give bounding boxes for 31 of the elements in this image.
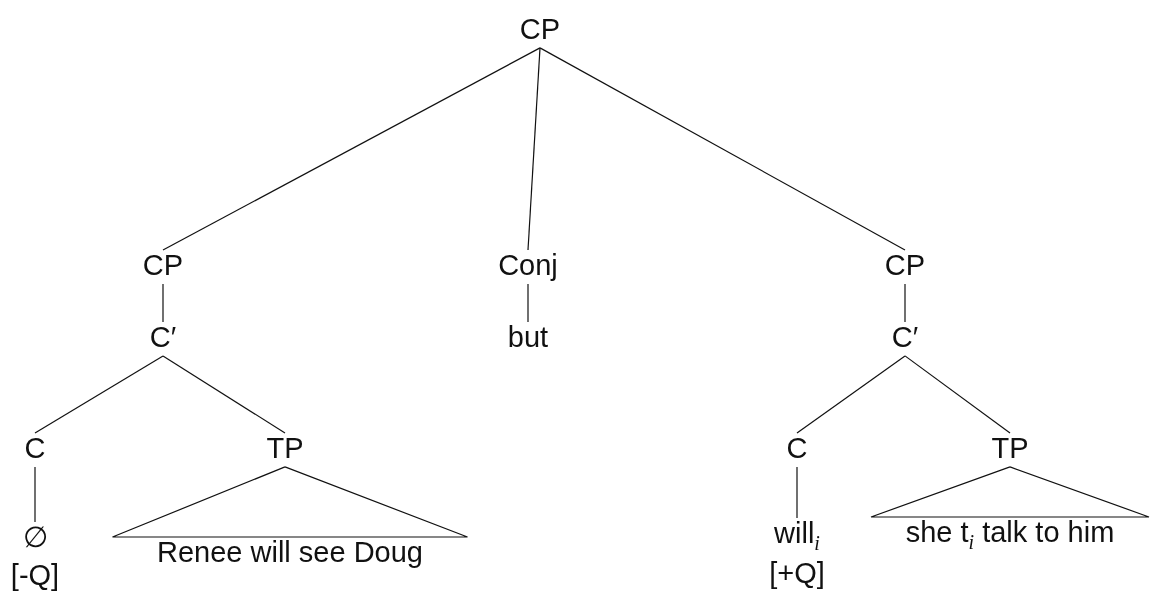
branch-line	[162, 47, 541, 251]
category-label: C′	[891, 322, 919, 354]
branch-line	[34, 466, 36, 523]
branch-line	[539, 47, 906, 251]
branch-line	[527, 47, 541, 251]
category-label: but	[507, 322, 549, 354]
branch-line	[796, 355, 906, 434]
roof-triangle	[111, 466, 469, 538]
branch-line	[34, 355, 164, 434]
category-label: will$_{i}$	[773, 518, 821, 554]
category-label: CP	[519, 14, 561, 46]
branch-line	[527, 283, 529, 323]
feature-label: [+Q]	[769, 557, 825, 590]
branch-line	[904, 283, 906, 323]
roof-triangle	[870, 466, 1150, 518]
category-label: TP	[991, 433, 1029, 465]
category-label: TP	[266, 433, 304, 465]
feature-label: [-Q]	[10, 559, 60, 592]
phrase-label: she t$_{i}$ talk to him	[905, 517, 1115, 553]
category-label: C	[24, 433, 46, 465]
category-label: C	[786, 433, 808, 465]
branch-line	[796, 466, 798, 519]
category-label: C′	[149, 322, 177, 354]
phrase-label: Renee will see Doug	[157, 537, 423, 569]
branch-line	[904, 355, 1011, 434]
branch-line	[162, 355, 286, 434]
category-label: CP	[884, 250, 926, 282]
branch-line	[162, 283, 164, 323]
category-label: CP	[142, 250, 184, 282]
category-label: Conj	[498, 250, 558, 282]
category-label: ∅	[21, 522, 49, 554]
